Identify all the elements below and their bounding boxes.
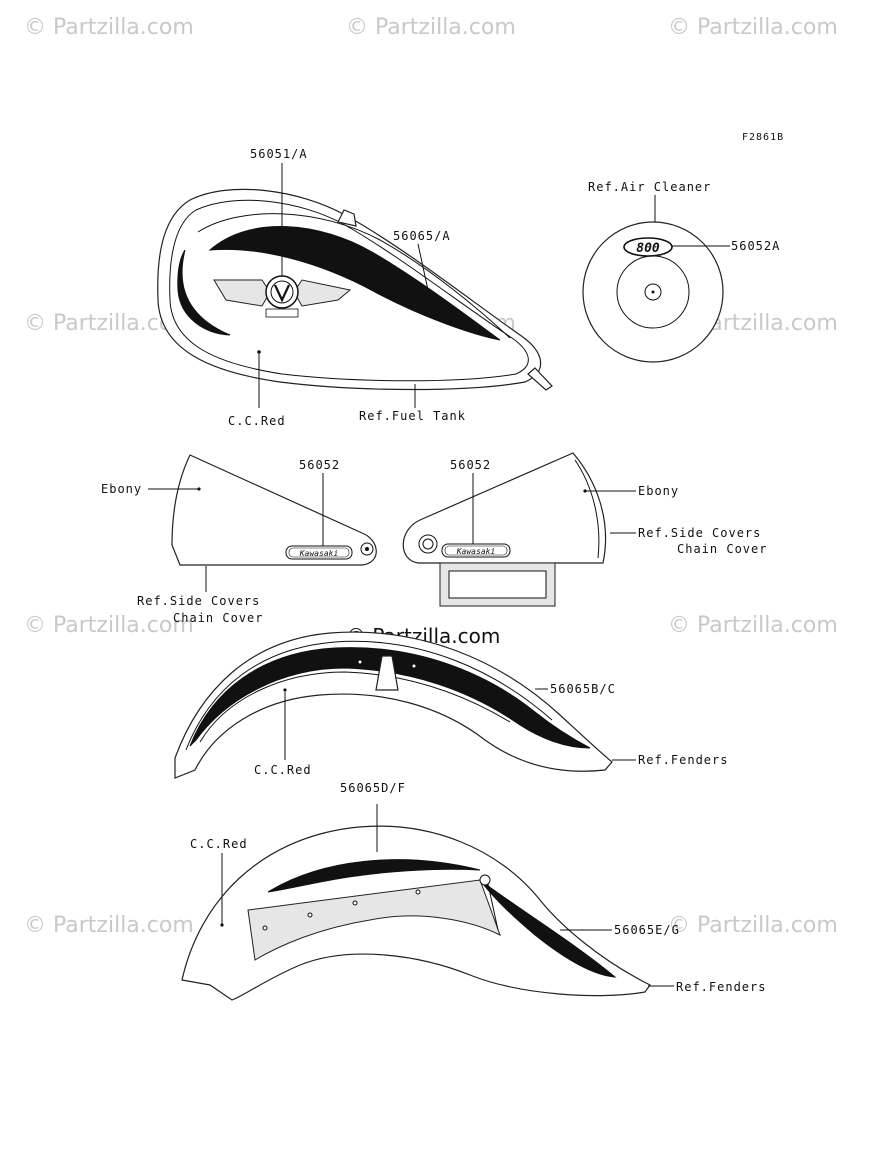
label-rear-fender-stripe-top: 56065D/F bbox=[340, 781, 406, 795]
fuel-tank bbox=[157, 188, 553, 391]
watermark: © Partzilla.com bbox=[668, 613, 838, 638]
watermark: © Partzilla.com bbox=[668, 913, 838, 938]
rear-fender bbox=[181, 825, 651, 1001]
label-right-cover-decal: 56052 bbox=[450, 458, 491, 472]
label-front-fender-stripe: 56065B/C bbox=[550, 682, 616, 696]
label-rear-fender-stripe-side: 56065E/G bbox=[614, 923, 680, 937]
watermark: © Partzilla.com bbox=[24, 613, 194, 638]
right-cover-emblem: Kawasaki bbox=[456, 547, 496, 556]
left-cover-emblem: Kawasaki bbox=[299, 549, 339, 558]
label-rear-fender-color: C.C.Red bbox=[190, 837, 248, 851]
left-side-cover: Kawasaki bbox=[171, 454, 377, 566]
label-tank-color: C.C.Red bbox=[228, 414, 286, 428]
label-right-cover-ref-2: Chain Cover bbox=[677, 542, 767, 556]
air-cleaner-cover: 800 bbox=[582, 221, 724, 363]
watermark: © Partzilla.com bbox=[24, 15, 194, 40]
watermark: © Partzilla.com bbox=[346, 15, 516, 40]
label-rear-fender-ref: Ref.Fenders bbox=[676, 980, 766, 994]
label-front-fender-color: C.C.Red bbox=[254, 763, 312, 777]
label-air-cleaner-ref: Ref.Air Cleaner bbox=[588, 180, 711, 194]
label-tank-emblem: 56051/A bbox=[250, 147, 308, 161]
label-front-fender-ref: Ref.Fenders bbox=[638, 753, 728, 767]
label-right-cover-ref-1: Ref.Side Covers bbox=[638, 526, 761, 540]
label-right-cover-color: Ebony bbox=[638, 484, 679, 498]
label-left-cover-color: Ebony bbox=[101, 482, 142, 496]
watermark-layer: © Partzilla.com © Partzilla.com © Partzi… bbox=[24, 15, 838, 948]
watermark: © Partzilla.com bbox=[24, 913, 194, 938]
figure-code: F2861B bbox=[742, 132, 784, 143]
label-fuel-tank-ref: Ref.Fuel Tank bbox=[359, 409, 466, 423]
label-air-cleaner-decal: 56052A bbox=[731, 239, 780, 253]
label-left-cover-ref-1: Ref.Side Covers bbox=[137, 594, 260, 608]
label-left-cover-decal: 56052 bbox=[299, 458, 340, 472]
air-cleaner-emblem: 800 bbox=[636, 241, 660, 256]
watermark: © Partzilla.com bbox=[668, 15, 838, 40]
front-fender bbox=[174, 631, 613, 779]
label-left-cover-ref-2: Chain Cover bbox=[173, 611, 263, 625]
right-side-cover: Kawasaki bbox=[402, 452, 607, 607]
label-tank-stripe: 56065/A bbox=[393, 229, 451, 243]
